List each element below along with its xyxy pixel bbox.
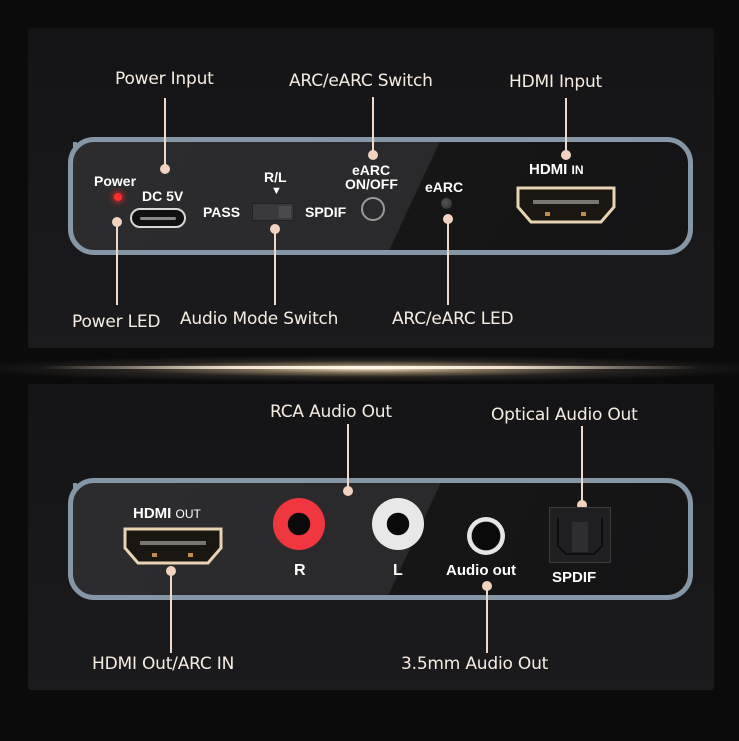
- printed-spdif-front: SPDIF: [305, 204, 347, 220]
- power-led-indicator: [114, 193, 122, 201]
- callout-dot-power-input: [160, 164, 170, 174]
- callout-line-earc-led: [447, 222, 449, 305]
- optical-port-shape-icon: [557, 518, 603, 555]
- callout-rca-audio-out: RCA Audio Out: [270, 402, 392, 422]
- printed-audio-out: Audio out: [446, 562, 516, 579]
- callout-audio-mode-switch: Audio Mode Switch: [180, 309, 339, 329]
- printed-hdmi-in-main: HDMI: [529, 161, 568, 178]
- printed-hdmi-in-sub: IN: [571, 163, 584, 177]
- 35mm-audio-jack: [467, 517, 505, 555]
- callout-line-35mm: [486, 590, 488, 653]
- printed-hdmi-out: HDMI OUT: [133, 506, 201, 522]
- callout-dot-optical: [577, 500, 587, 510]
- printed-rca-r: R: [294, 562, 306, 579]
- callout-dot-audio-mode: [270, 224, 280, 234]
- printed-spdif-back: SPDIF: [552, 569, 597, 586]
- callout-35mm-audio-out: 3.5mm Audio Out: [401, 654, 549, 674]
- callout-hdmi-out-arc-in: HDMI Out/ARC IN: [92, 654, 235, 674]
- rca-right-jack: [273, 498, 325, 550]
- printed-earc: eARC: [352, 162, 391, 178]
- divider-light-line: [40, 366, 700, 369]
- printed-rca-l: L: [393, 562, 403, 579]
- callout-dot-rca: [343, 486, 353, 496]
- callout-line-power-input: [164, 98, 166, 166]
- printed-dc-5v: DC 5V: [142, 188, 184, 204]
- printed-hdmi-in: HDMI IN: [529, 162, 584, 178]
- printed-earc-led: eARC: [425, 179, 464, 195]
- callout-line-optical: [581, 426, 583, 504]
- callout-line-rca: [347, 424, 349, 490]
- callout-line-hdmi-out: [170, 575, 172, 653]
- callout-arc-earc-led: ARC/eARC LED: [392, 309, 514, 329]
- hdmi-output-port: [123, 527, 223, 565]
- printed-power: Power: [94, 173, 137, 189]
- printed-pass: PASS: [203, 204, 241, 220]
- callout-dot-earc-led: [443, 214, 453, 224]
- callout-dot-hdmi-out: [166, 566, 176, 576]
- callout-optical-audio-out: Optical Audio Out: [491, 405, 638, 425]
- callout-arc-earc-switch: ARC/eARC Switch: [289, 71, 433, 91]
- rca-left-jack: [372, 498, 424, 550]
- callout-hdmi-input: HDMI Input: [509, 72, 602, 92]
- callout-dot-arc-switch: [368, 150, 378, 160]
- printed-rl: R/L: [264, 169, 287, 185]
- callout-line-arc-switch: [372, 97, 374, 153]
- optical-spdif-port: [549, 507, 611, 563]
- printed-hdmi-out-main: HDMI: [133, 505, 172, 522]
- hdmi-input-port: [516, 186, 616, 224]
- callout-line-audio-mode: [274, 232, 276, 305]
- callout-power-input: Power Input: [115, 69, 214, 89]
- callout-line-hdmi-input: [565, 98, 567, 153]
- printed-on-off: ON/OFF: [345, 176, 398, 192]
- callout-power-led: Power LED: [72, 312, 161, 332]
- audio-mode-slider-switch[interactable]: [252, 203, 294, 221]
- usb-c-power-port: [130, 208, 186, 228]
- callout-dot-power-led: [112, 217, 122, 227]
- callout-line-power-led: [116, 225, 118, 305]
- callout-dot-hdmi-input: [561, 150, 571, 160]
- earc-on-off-button[interactable]: [361, 197, 385, 221]
- callout-dot-35mm: [482, 581, 492, 591]
- printed-hdmi-out-sub: OUT: [175, 507, 201, 521]
- earc-led-indicator: [441, 198, 452, 209]
- rl-arrow-icon: ▼: [271, 185, 282, 197]
